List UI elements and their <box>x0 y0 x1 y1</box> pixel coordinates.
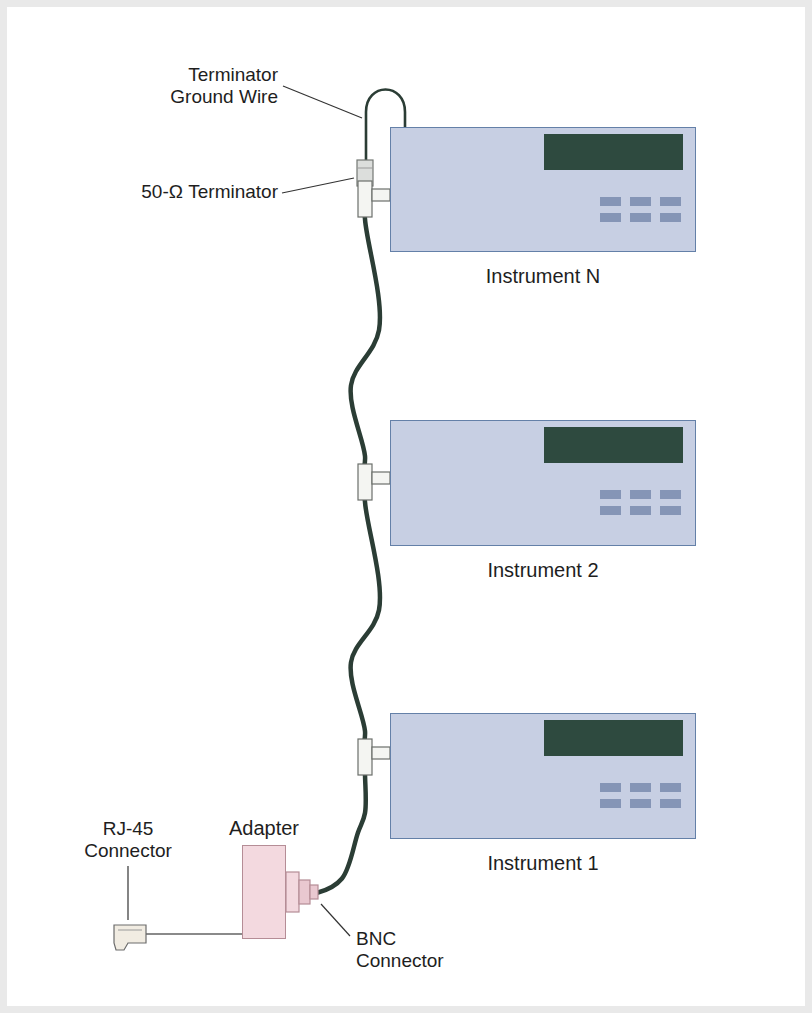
rj45-plug <box>114 925 146 950</box>
key-button <box>600 197 621 206</box>
display <box>544 134 683 170</box>
adapter-box: Adapter <box>242 845 286 939</box>
key-button <box>600 213 621 222</box>
coax-cable <box>286 751 390 893</box>
key-button <box>630 197 651 206</box>
key-button <box>660 506 681 515</box>
key-button <box>660 490 681 499</box>
instrument-box: Instrument 1 <box>390 713 696 839</box>
t-fitting <box>358 464 390 500</box>
key-button <box>630 213 651 222</box>
key-button <box>660 197 681 206</box>
display <box>544 720 683 756</box>
instrument-box: Instrument N <box>390 127 696 252</box>
key-button <box>600 490 621 499</box>
t-fitting <box>358 181 390 217</box>
instrument-face <box>391 128 695 251</box>
key-button <box>630 783 651 792</box>
leader-line <box>321 904 350 936</box>
leader-line <box>283 86 362 118</box>
network-wire <box>146 933 243 935</box>
bnc-connector <box>286 872 318 912</box>
part-label: RJ-45 Connector <box>72 818 184 862</box>
instrument-face <box>391 421 695 545</box>
key-button <box>600 783 621 792</box>
instrument-box: Instrument 2 <box>390 420 696 546</box>
coax-cable <box>351 476 390 755</box>
key-button <box>630 799 651 808</box>
key-button <box>630 506 651 515</box>
coax-cable <box>351 193 390 480</box>
leader-line <box>282 178 354 193</box>
instrument-label: Instrument N <box>486 264 600 288</box>
t-fittings <box>358 181 390 775</box>
instrument-face <box>391 714 695 838</box>
t-fitting <box>358 739 390 775</box>
part-label: Adapter <box>229 816 299 840</box>
instrument-label: Instrument 1 <box>487 851 598 875</box>
key-button <box>630 490 651 499</box>
instrument-label: Instrument 2 <box>487 558 598 582</box>
display <box>544 427 683 463</box>
part-label: Terminator Ground Wire <box>146 64 278 108</box>
key-button <box>660 799 681 808</box>
key-button <box>660 783 681 792</box>
leader-line <box>127 866 128 920</box>
key-button <box>600 799 621 808</box>
key-button <box>600 506 621 515</box>
part-label: 50-Ω Terminator <box>120 181 278 203</box>
key-button <box>660 213 681 222</box>
part-label: BNC Connector <box>356 928 468 972</box>
